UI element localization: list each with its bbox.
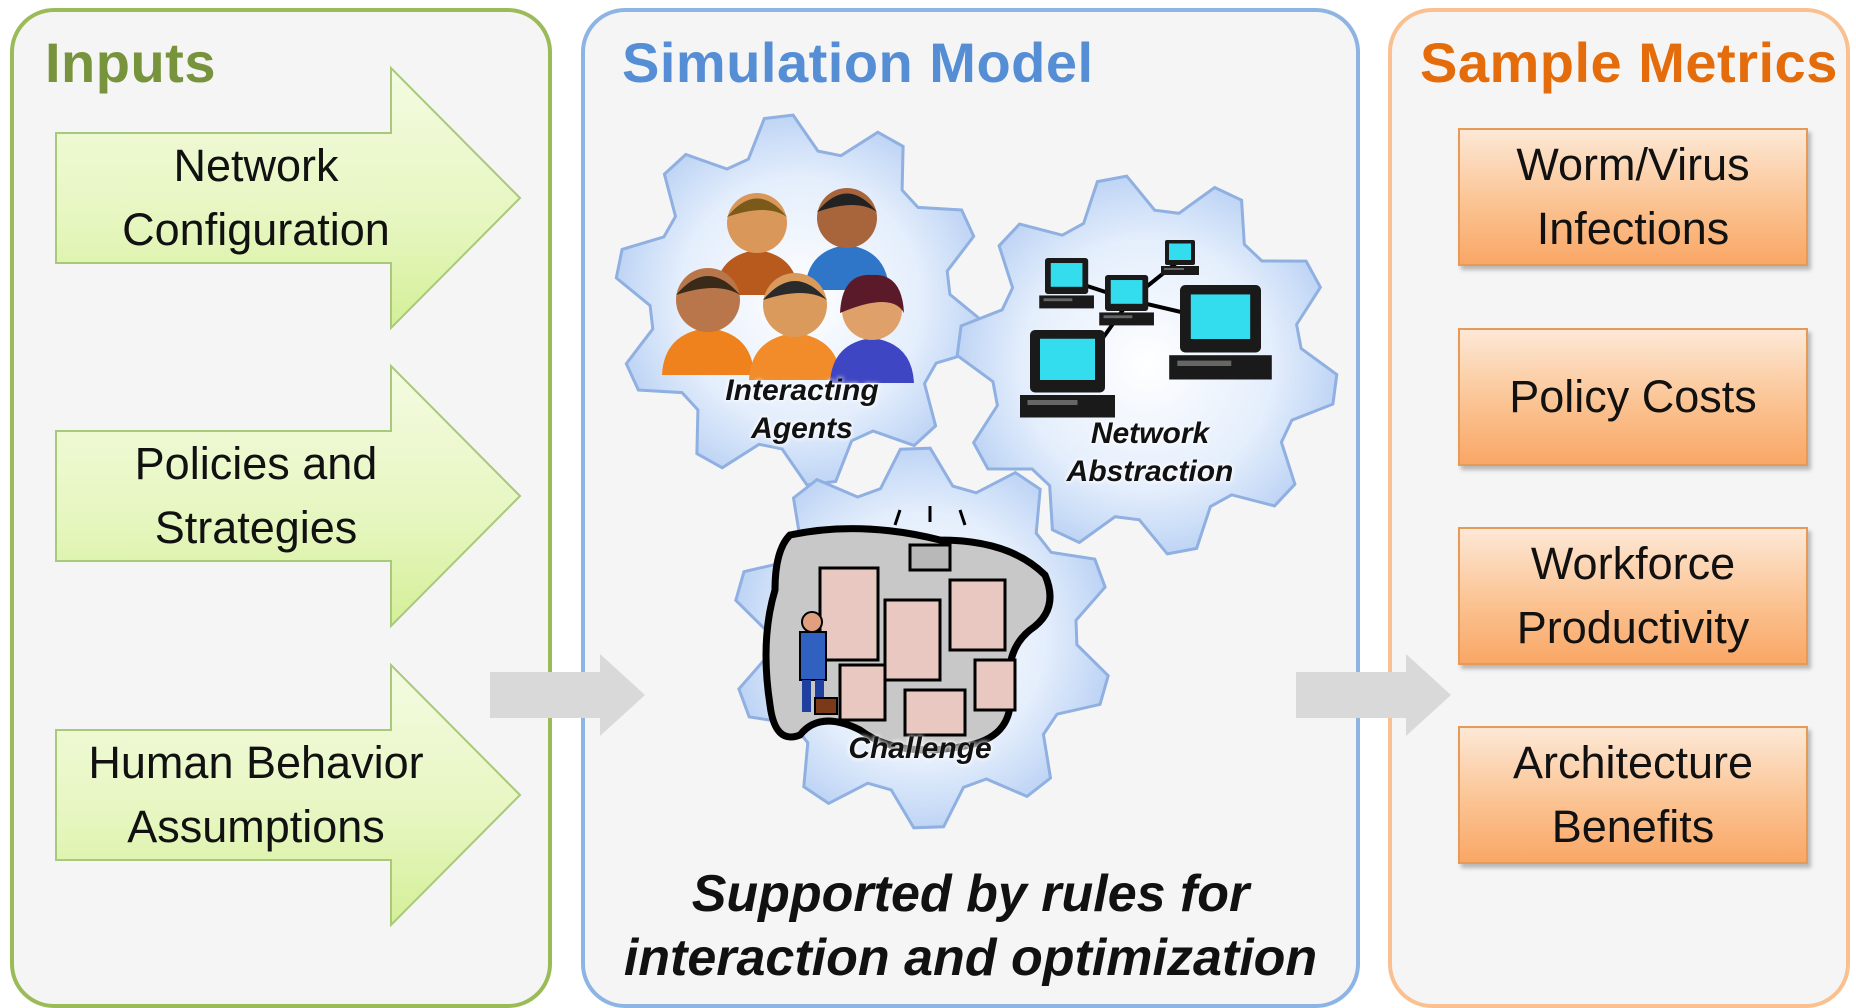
metric-box-workforce-productivity: Workforce Productivity xyxy=(1458,527,1808,665)
input-label-network-configuration: Network Configuration xyxy=(122,140,390,255)
computer-icon xyxy=(1161,240,1199,275)
metric-box-policy-costs: Policy Costs xyxy=(1458,328,1808,466)
office-maze-icon xyxy=(762,506,1054,754)
metric-label: Worm/Virus Infections xyxy=(1516,139,1750,254)
input-arrow-2 xyxy=(55,363,522,629)
input-label-policies-strategies: Policies and Strategies xyxy=(134,438,378,553)
computer-icon xyxy=(1039,258,1094,309)
computer-icon xyxy=(1169,285,1272,380)
simulation-model-title: Simulation Model xyxy=(622,31,1094,94)
metric-box-architecture-benefits: Architecture Benefits xyxy=(1458,726,1808,864)
computer-icon xyxy=(1099,275,1154,326)
computer-icon xyxy=(1020,330,1115,418)
input-arrow-1 xyxy=(55,65,522,331)
sample-metrics-title: Sample Metrics xyxy=(1420,31,1838,94)
people-group-icon xyxy=(662,188,914,383)
input-arrow-3 xyxy=(55,662,522,928)
metric-box-worm-virus: Worm/Virus Infections xyxy=(1458,128,1808,266)
gear-label-network-abstraction: Network Abstraction xyxy=(1066,417,1234,488)
flow-arrow-icon xyxy=(1296,654,1451,736)
metric-label: Architecture Benefits xyxy=(1512,737,1754,852)
metric-label: Workforce Productivity xyxy=(1516,538,1750,653)
gear-label-interacting-agents: Interacting Agents xyxy=(725,374,879,445)
metric-label: Policy Costs xyxy=(1509,371,1757,422)
computer-cluster xyxy=(1020,240,1272,418)
inputs-title: Inputs xyxy=(45,31,216,94)
input-label-human-behavior: Human Behavior Assumptions xyxy=(88,737,424,852)
gear-label-challenge: Challenge xyxy=(848,732,992,765)
flow-arrow-icon xyxy=(490,654,645,736)
simulation-footer-text: Supported by rules for interaction and o… xyxy=(623,865,1318,987)
